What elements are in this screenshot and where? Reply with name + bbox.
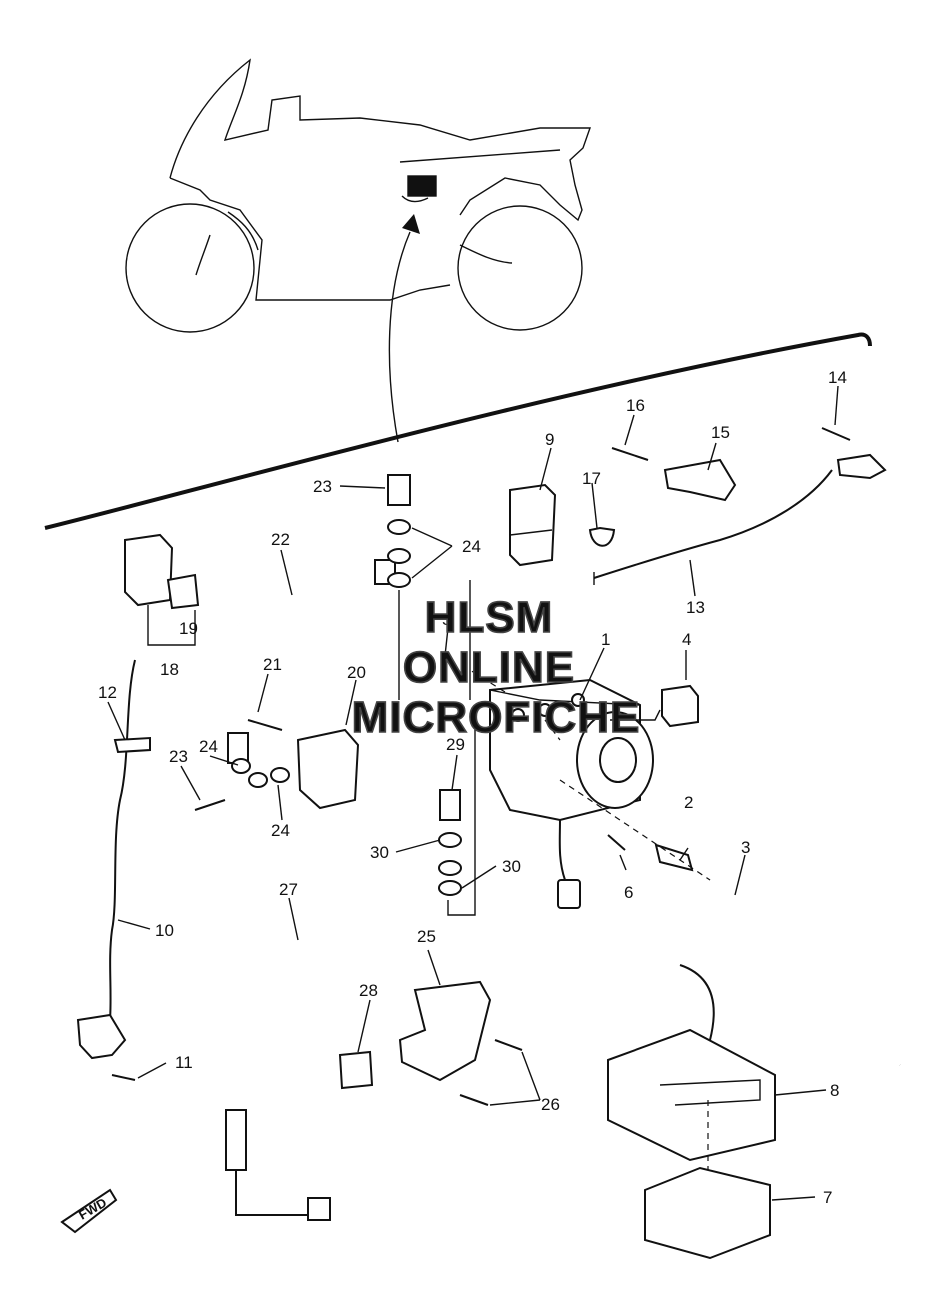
location-pointer-line xyxy=(388,231,411,443)
callout-labels: 1 2 3 4 5 6 7 8 9 10 11 12 13 14 15 16 1… xyxy=(98,368,847,1207)
bolt-16 xyxy=(611,447,649,461)
callout-1: 1 xyxy=(601,630,610,649)
ecu-connector-18 xyxy=(124,533,200,646)
clamp-17 xyxy=(588,526,616,547)
callout-21: 21 xyxy=(263,655,282,674)
washer-24-lower-c xyxy=(270,767,290,783)
bolt-14 xyxy=(821,427,851,441)
ecu-7 xyxy=(644,1166,771,1260)
watermark-line-1: HLSM xyxy=(425,593,554,642)
rear-wheel-sensor-13 xyxy=(593,453,887,585)
callout-2: 2 xyxy=(684,793,693,812)
leader-lines xyxy=(107,385,839,1201)
brake-hose-27 xyxy=(225,868,446,1221)
bolt-26-a xyxy=(494,1039,523,1051)
hose-3 xyxy=(709,879,901,1066)
callout-23-lower: 23 xyxy=(169,747,188,766)
washer-24-lower-b xyxy=(248,772,268,788)
connector-cap-4 xyxy=(661,684,699,728)
callout-8: 8 xyxy=(830,1081,839,1100)
callout-16: 16 xyxy=(626,396,645,415)
callout-24-left: 24 xyxy=(199,737,218,756)
callout-26: 26 xyxy=(541,1095,560,1114)
callout-7: 7 xyxy=(823,1188,832,1207)
callout-23-upper: 23 xyxy=(313,477,332,496)
bracket-25 xyxy=(398,980,492,1082)
bolt-21 xyxy=(247,719,283,731)
bracket-15 xyxy=(663,458,737,502)
callout-27: 27 xyxy=(279,880,298,899)
bolt-6 xyxy=(607,834,626,851)
watermark-line-2: ONLINE xyxy=(403,643,575,692)
callout-9: 9 xyxy=(545,430,554,449)
washer-24-lower-a xyxy=(231,758,251,774)
callout-25: 25 xyxy=(417,927,436,946)
callout-20: 20 xyxy=(347,663,366,682)
callout-12: 12 xyxy=(98,683,117,702)
watermark-line-3: MICROFICHE xyxy=(352,693,641,742)
callout-10: 10 xyxy=(155,921,174,940)
callout-18: 18 xyxy=(160,660,179,679)
clamp-28 xyxy=(338,1050,374,1090)
fwd-direction-arrow: FWD xyxy=(60,1188,118,1234)
union-bolt-23-upper xyxy=(387,474,411,588)
section-frame-line xyxy=(44,332,872,530)
location-arrowhead xyxy=(402,214,420,234)
union-bolt-23-lower xyxy=(194,799,226,811)
abs-hydraulic-unit xyxy=(489,678,654,909)
relay-9 xyxy=(509,483,557,567)
callout-19: 19 xyxy=(179,619,198,638)
callout-5: 5 xyxy=(442,610,451,629)
front-wheel-sensor-10 xyxy=(76,659,151,1081)
callout-30-left: 30 xyxy=(370,843,389,862)
watermark: HLSM ONLINE MICROFICHE xyxy=(351,592,641,743)
callout-30-right: 30 xyxy=(502,857,521,876)
callout-15: 15 xyxy=(711,423,730,442)
callout-24-upper: 24 xyxy=(462,537,481,556)
grommet-2 xyxy=(654,843,694,872)
callout-28: 28 xyxy=(359,981,378,1000)
callout-14: 14 xyxy=(828,368,847,387)
motorcycle-outline xyxy=(125,58,591,333)
callout-13: 13 xyxy=(686,598,705,617)
joint-20 xyxy=(296,728,360,810)
callout-11: 11 xyxy=(175,1053,193,1072)
callout-24-lower: 24 xyxy=(271,821,290,840)
bolt-26-b xyxy=(459,1094,489,1106)
callout-29: 29 xyxy=(446,735,465,754)
callout-4: 4 xyxy=(682,630,691,649)
callout-3: 3 xyxy=(741,838,750,857)
callout-22: 22 xyxy=(271,530,290,549)
ecu-cover-8 xyxy=(607,964,776,1162)
callout-6: 6 xyxy=(624,883,633,902)
callout-17: 17 xyxy=(582,469,601,488)
union-bolt-29 xyxy=(438,789,462,896)
brake-hose-22 xyxy=(220,559,396,764)
